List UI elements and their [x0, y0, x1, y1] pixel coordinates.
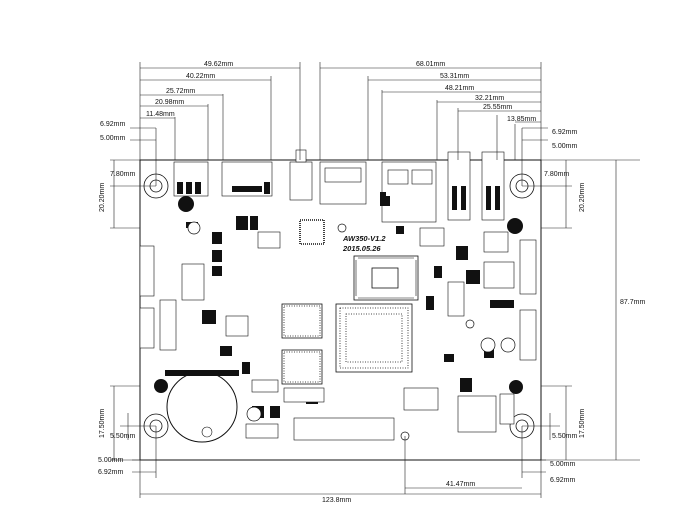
dim-right-87-7: 87.7mm — [620, 299, 645, 306]
dim-right-17-50: 17.50mm — [579, 409, 586, 438]
dimension-lines-bottom — [139, 436, 542, 498]
dim-right-7-80: 7.80mm — [544, 171, 569, 178]
chip-small-left — [202, 310, 216, 324]
dim-left-17-50: 17.50mm — [99, 409, 106, 438]
dim-left-6-92-top: 6.92mm — [100, 121, 125, 128]
dim-left-5-00-top: 5.00mm — [100, 135, 125, 142]
memory-chip-2 — [281, 349, 323, 385]
connector-top-right-1 — [447, 151, 471, 221]
connector-top-left-1 — [173, 161, 209, 197]
dim-left-20-20: 20.20mm — [99, 183, 106, 212]
fiducial-right-upper — [507, 218, 523, 234]
chip-main-soc — [353, 255, 419, 301]
dim-48-21: 48.21mm — [445, 85, 474, 92]
connector-top-right-2 — [481, 151, 505, 221]
usb-connector — [319, 161, 367, 205]
dim-bottom-123-8: 123.8mm — [322, 497, 351, 504]
dim-68-01: 68.01mm — [416, 61, 445, 68]
dim-right-5-00-bottom: 5.00mm — [550, 461, 575, 468]
dim-left-6-92-bottom: 6.92mm — [98, 469, 123, 476]
board-date-label: 2015.05.26 — [342, 244, 381, 253]
fiducial-left-upper — [178, 196, 194, 212]
dim-right-5-50: 5.50mm — [552, 433, 577, 440]
dim-13-85: 13.85mm — [507, 116, 536, 123]
dim-left-7-80: 7.80mm — [110, 171, 135, 178]
connector-top-mid — [380, 161, 437, 223]
dim-bottom-41-47: 41.47mm — [446, 481, 475, 488]
dim-25-55: 25.55mm — [483, 104, 512, 111]
dim-40-22: 40.22mm — [186, 73, 215, 80]
fiducial-right-lower — [509, 380, 523, 394]
dim-right-5-00-top: 5.00mm — [552, 143, 577, 150]
dim-25-72: 25.72mm — [166, 88, 195, 95]
dim-49-62: 49.62mm — [204, 61, 233, 68]
dim-right-6-92-bottom: 6.92mm — [550, 477, 575, 484]
connector-top-left-2 — [221, 161, 273, 197]
dim-right-6-92-top: 6.92mm — [552, 129, 577, 136]
dimension-lines-left — [110, 127, 157, 478]
dim-right-20-20: 20.20mm — [579, 183, 586, 212]
components-scatter — [139, 196, 537, 441]
dimension-lines-right — [521, 127, 640, 478]
chip-bga — [335, 303, 413, 373]
dimension-lines-top — [139, 62, 542, 160]
dim-left-5-00-bottom: 5.00mm — [98, 457, 123, 464]
audio-jack — [289, 149, 313, 201]
board-model-label: AW350-V1.2 — [342, 234, 386, 243]
dim-left-5-50: 5.50mm — [110, 433, 135, 440]
memory-chip-1 — [281, 303, 323, 339]
dim-32-21: 32.21mm — [475, 95, 504, 102]
dim-53-31: 53.31mm — [440, 73, 469, 80]
coin-battery — [165, 370, 239, 443]
dim-11-48: 11.48mm — [146, 111, 175, 118]
fiducial-left-lower — [154, 379, 168, 393]
chip-qfp — [299, 219, 325, 245]
dim-20-98: 20.98mm — [155, 99, 184, 106]
